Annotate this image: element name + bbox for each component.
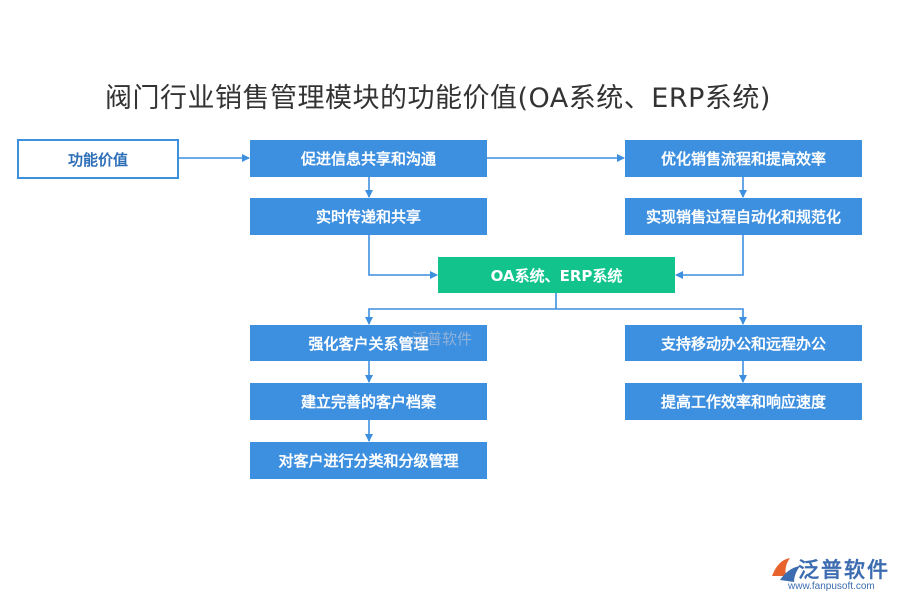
- arrow-center-to-mobile: [556, 308, 747, 325]
- node-crm: 强化客户关系管理: [250, 325, 487, 361]
- logo-icon: [772, 558, 800, 582]
- arrow-realtime-to-center: [368, 235, 438, 279]
- node-value: 功能价值: [17, 139, 179, 179]
- arrow-automate-to-center: [675, 235, 744, 279]
- arrow-center-to-crm: [365, 308, 556, 325]
- node-realtime: 实时传递和共享: [250, 198, 487, 235]
- page-title: 阀门行业销售管理模块的功能价值(OA系统、ERP系统): [105, 83, 771, 114]
- watermark: 泛普软件: [412, 330, 473, 348]
- node-automate: 实现销售过程自动化和规范化: [625, 198, 862, 235]
- node-optimize: 优化销售流程和提高效率: [625, 140, 862, 177]
- node-info-share: 促进信息共享和沟通: [250, 140, 487, 177]
- node-oa-erp: OA系统、ERP系统: [438, 257, 675, 293]
- brand-logo: 泛普软件 www.fanpusoft.com: [768, 552, 893, 594]
- node-classify: 对客户进行分类和分级管理: [250, 442, 487, 479]
- logo-url: www.fanpusoft.com: [788, 581, 875, 592]
- node-archive: 建立完善的客户档案: [250, 383, 487, 420]
- node-mobile: 支持移动办公和远程办公: [625, 325, 862, 361]
- node-efficiency: 提高工作效率和响应速度: [625, 383, 862, 420]
- logo-name: 泛普软件: [798, 558, 890, 582]
